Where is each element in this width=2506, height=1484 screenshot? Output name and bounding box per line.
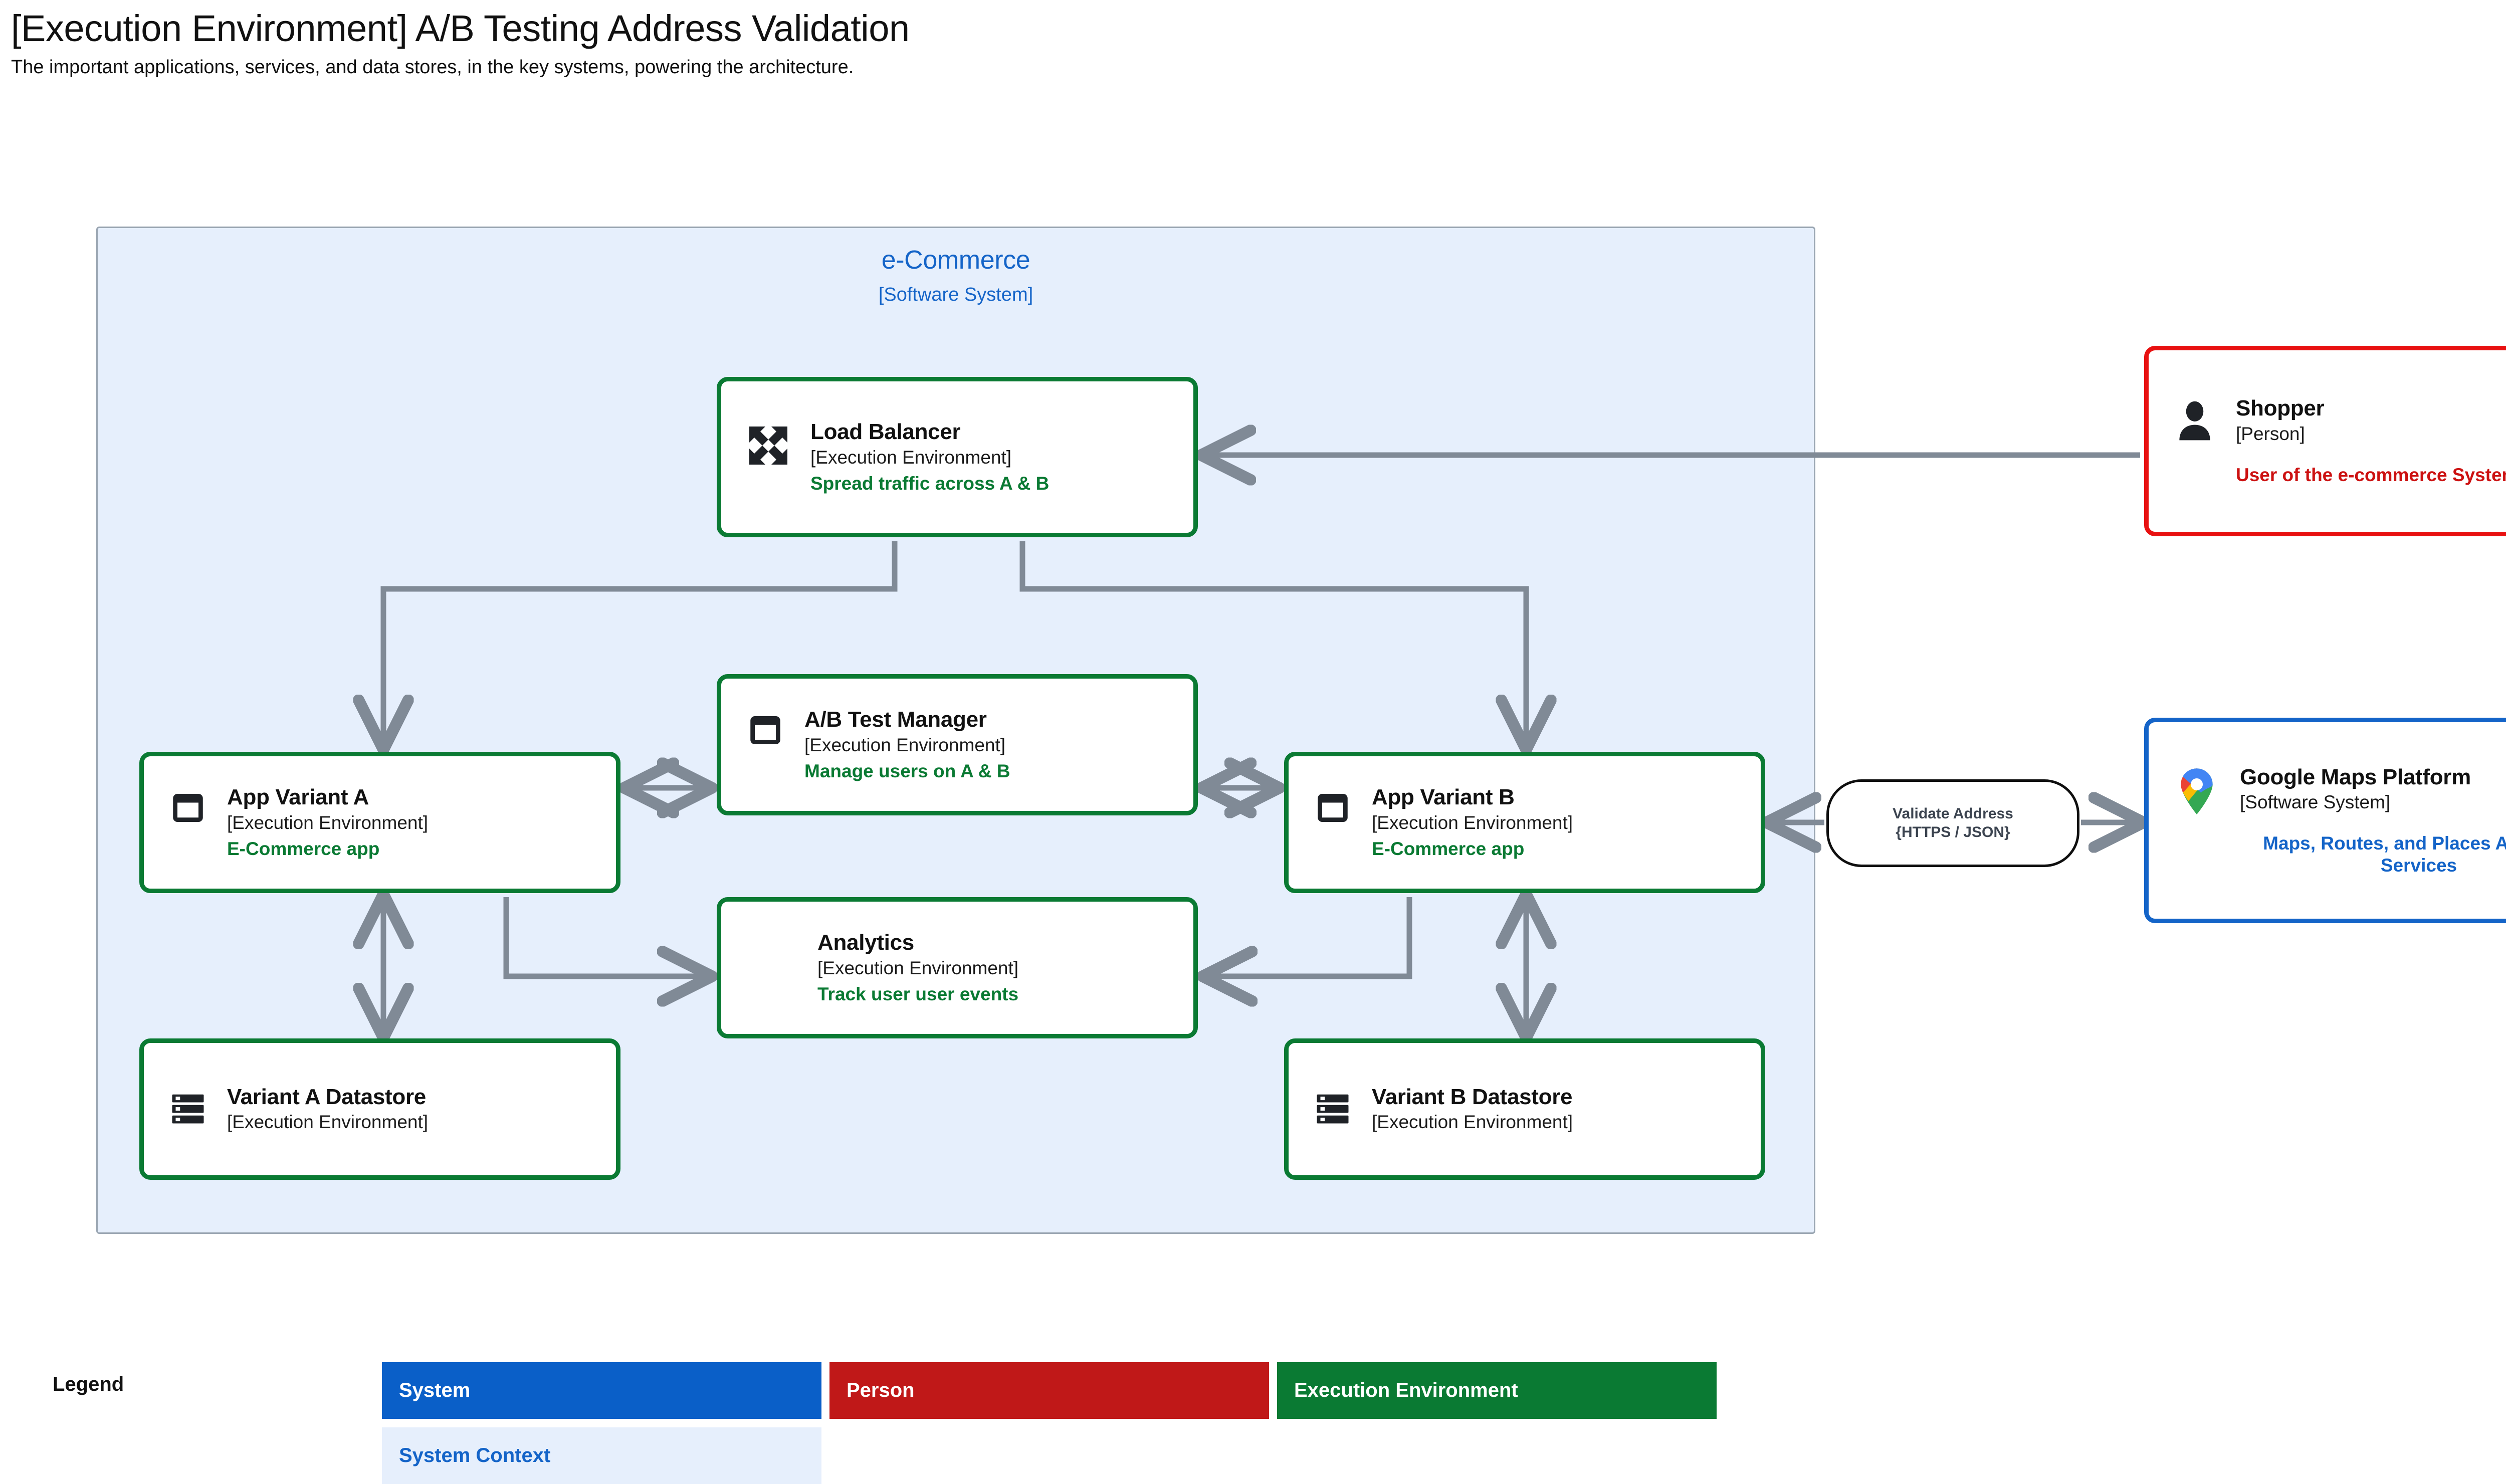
node-name: Shopper xyxy=(2236,396,2325,421)
edge-app-variant-b-to-analytics xyxy=(1207,897,1412,976)
legend-item-execution-environment: Execution Environment xyxy=(1277,1362,1717,1419)
node-variant-a-datastore[interactable]: Variant A Datastore [Execution Environme… xyxy=(139,1038,620,1180)
node-name: Load Balancer xyxy=(810,419,961,445)
edge-label-validate-address: Validate Address {HTTPS / JSON} xyxy=(1826,779,2079,867)
page-title: [Execution Environment] A/B Testing Addr… xyxy=(11,8,910,49)
boundary-name: e-Commerce xyxy=(881,246,1030,275)
node-description: E-Commerce app xyxy=(227,838,380,859)
spacer xyxy=(2240,813,2506,828)
node-description: E-Commerce app xyxy=(1372,838,1525,859)
node-description: Maps, Routes, and Places APIs and Servic… xyxy=(2263,833,2506,876)
legend-title: Legend xyxy=(53,1373,124,1395)
google-maps-pin-icon xyxy=(2172,767,2222,817)
app-window-icon xyxy=(1312,787,1354,829)
node-type: [Software System] xyxy=(2240,791,2391,812)
node-variant-b-datastore[interactable]: Variant B Datastore [Execution Environme… xyxy=(1284,1038,1765,1180)
node-load-balancer[interactable]: Load Balancer [Execution Environment] Sp… xyxy=(717,377,1198,537)
node-shopper[interactable]: Shopper [Person] User of the e-commerce … xyxy=(2144,346,2506,536)
node-description: User of the e-commerce System xyxy=(2236,465,2506,485)
edge-load-balancer-to-app-variant-b xyxy=(1019,541,1526,745)
node-app-variant-a[interactable]: App Variant A [Execution Environment] E-… xyxy=(139,752,620,893)
legend-item-system-context: System Context xyxy=(382,1427,821,1484)
node-name: Analytics xyxy=(817,930,914,955)
edge-label-line1: Validate Address xyxy=(1893,805,2013,822)
database-servers-icon xyxy=(1312,1087,1354,1129)
node-type: [Execution Environment] xyxy=(804,734,1006,755)
node-name: App Variant A xyxy=(227,785,369,810)
node-name: App Variant B xyxy=(1372,785,1515,810)
node-google-maps-platform[interactable]: Google Maps Platform [Software System] M… xyxy=(2144,718,2506,923)
node-type: [Execution Environment] xyxy=(817,957,1019,978)
app-window-icon xyxy=(167,787,209,829)
node-type: [Execution Environment] xyxy=(1372,1112,1573,1133)
load-balancer-arrows-icon xyxy=(744,421,792,470)
node-name: A/B Test Manager xyxy=(804,707,987,732)
node-name: Variant B Datastore xyxy=(1372,1085,1573,1110)
spacer xyxy=(2236,445,2506,460)
edge-label-line2: {HTTPS / JSON} xyxy=(1896,823,2010,840)
legend: Legend System Person Execution Environme… xyxy=(0,1348,2506,1484)
person-icon xyxy=(2172,398,2218,444)
legend-item-system: System xyxy=(382,1362,821,1419)
edge-app-variant-a-to-analytics xyxy=(503,897,708,976)
node-name: Google Maps Platform xyxy=(2240,764,2471,789)
node-name: Variant A Datastore xyxy=(227,1085,426,1110)
node-type: [Execution Environment] xyxy=(1372,812,1573,833)
node-type: [Execution Environment] xyxy=(810,447,1012,468)
boundary-type: [Software System] xyxy=(878,284,1033,305)
edge-load-balancer-to-app-variant-a xyxy=(383,541,898,745)
legend-item-person: Person xyxy=(829,1362,1269,1419)
node-description: Spread traffic across A & B xyxy=(810,473,1050,494)
node-ab-test-manager[interactable]: A/B Test Manager [Execution Environment]… xyxy=(717,674,1198,815)
node-description: Manage users on A & B xyxy=(804,761,1010,781)
diagram-header: [Execution Environment] A/B Testing Addr… xyxy=(11,9,2016,78)
page-subtitle: The important applications, services, an… xyxy=(11,57,854,78)
node-description: Track user user events xyxy=(817,984,1019,1004)
node-app-variant-b[interactable]: App Variant B [Execution Environment] E-… xyxy=(1284,752,1765,893)
app-window-icon xyxy=(744,709,786,751)
database-servers-icon xyxy=(167,1087,209,1129)
node-type: [Person] xyxy=(2236,423,2305,444)
node-type: [Execution Environment] xyxy=(227,1112,429,1133)
node-analytics[interactable]: Analytics [Execution Environment] Track … xyxy=(717,897,1198,1038)
node-type: [Execution Environment] xyxy=(227,812,429,833)
